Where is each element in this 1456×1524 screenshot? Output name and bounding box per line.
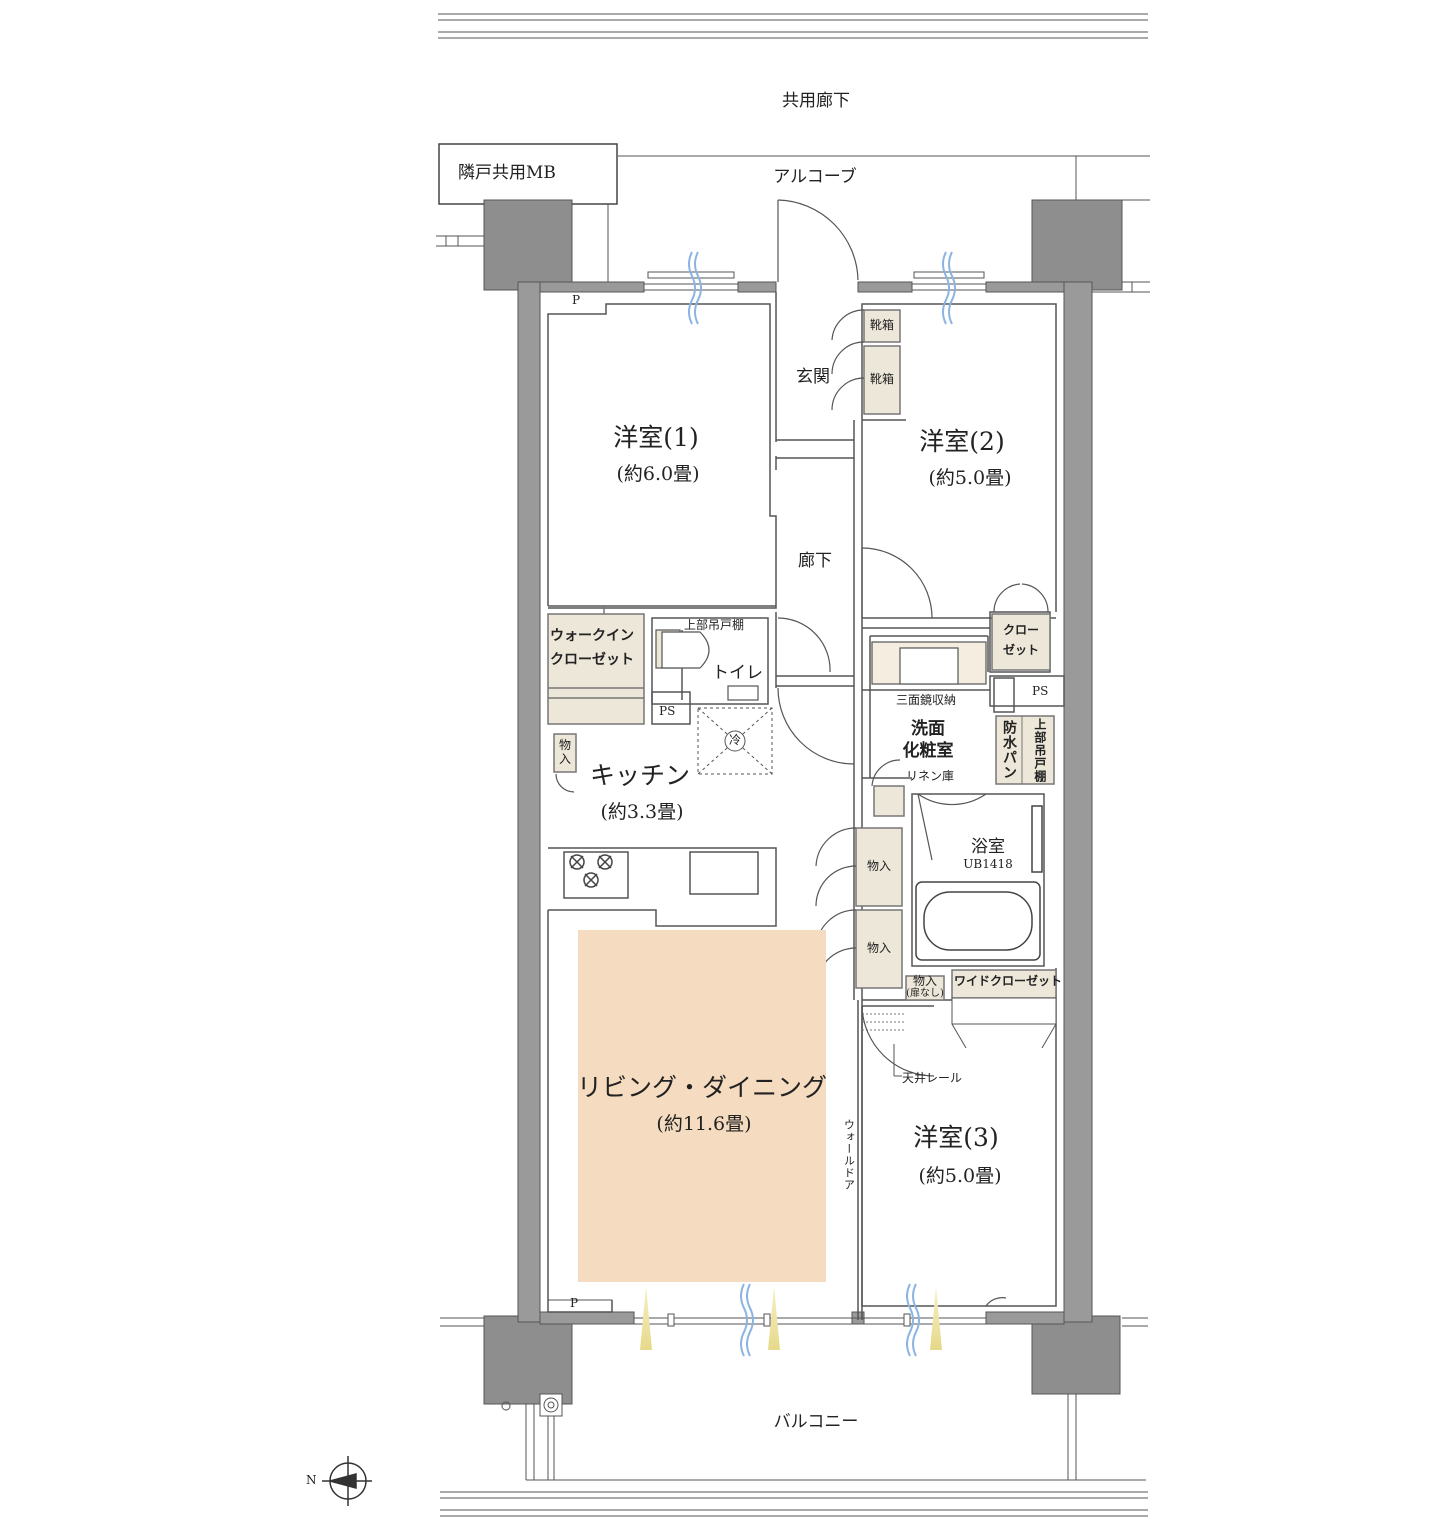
storage-column [855, 827, 1057, 1001]
airflow-marks [688, 251, 956, 1357]
stove-burners [569, 854, 613, 888]
neighbor-mb-box [438, 143, 618, 205]
vanity [871, 641, 987, 685]
compass-icon [322, 1456, 372, 1506]
waterproof-pan-label: 防水パン [1001, 720, 1018, 780]
shoe-boxes [863, 309, 901, 415]
kitchen-area: (約3.3畳) [600, 801, 684, 823]
western-room-3-name: 洋室(3) [913, 1123, 999, 1152]
toilet-fixture [655, 629, 759, 701]
kitchen-counter [548, 847, 777, 927]
pipe-top-label: P [572, 293, 581, 307]
balcony-outline [440, 1317, 1148, 1517]
living-floor-highlight [578, 930, 826, 1282]
waterproof-pan-shape [995, 715, 1055, 785]
compass-north-label: N [306, 1473, 317, 1487]
toilet-label: トイレ [712, 663, 763, 683]
ceiling-rail-label: 天井レール [902, 1071, 963, 1085]
linen-label: リネン庫 [906, 769, 955, 783]
western-room-2-area: (約5.0畳) [928, 467, 1012, 489]
corridor-label: 共用廊下 [782, 91, 850, 111]
bottom-windows [634, 1313, 986, 1327]
western-room-1-name: 洋室(1) [613, 423, 699, 452]
left-ledge [436, 235, 484, 247]
ceiling-rail [862, 1013, 904, 1031]
storage-2-label: 物入 [866, 941, 891, 956]
kitchen-storage-label: 物入 [558, 738, 571, 766]
wall-door-label: ウォールドア [842, 1119, 856, 1191]
western-room-2-name: 洋室(2) [919, 427, 1005, 456]
pipe-bottom-label: P [570, 1296, 579, 1310]
corridor-railing [438, 13, 1148, 39]
bathroom-label: 浴室 [971, 837, 1005, 857]
linen-shape [873, 785, 905, 817]
storage-nodoor-label-1: 物入 [912, 974, 938, 988]
shoe-box-bottom-label: 靴箱 [869, 372, 894, 387]
ps-toilet-label: PS [659, 704, 676, 718]
sunlight-marks [640, 1286, 942, 1350]
living-dining-area: (約11.6畳) [656, 1113, 752, 1135]
wide-closet-body [951, 997, 1057, 1049]
walkin-closet-shape [547, 606, 645, 725]
washroom-label-2: 化粧室 [902, 741, 954, 761]
western-room-1-area: (約6.0畳) [616, 463, 700, 485]
ps-wash-label: PS [1032, 684, 1049, 698]
fridge-label: 冷 [728, 733, 742, 747]
fridge-space [697, 707, 773, 775]
neighbor-mb-label: 隣戸共用MB [458, 163, 556, 183]
wide-closet-label: ワイドクローゼット [954, 974, 1063, 988]
shoe-box-top-label: 靴箱 [869, 318, 894, 333]
storage-nodoor-label-2: (扉なし) [906, 988, 944, 999]
alcove-label: アルコーブ [773, 167, 857, 187]
upper-cabinet-label: 上部吊戸棚 [684, 618, 745, 632]
walkin-closet-label-2: クローゼット [550, 652, 634, 668]
walkin-closet-label-1: ウォークイン [550, 628, 634, 644]
closet-room2-shape [991, 613, 1051, 671]
pipe-spaces [547, 303, 613, 1312]
mirror-storage-label: 三面鏡収納 [895, 693, 957, 707]
structural-columns [483, 199, 1123, 1405]
closet-label-1: クロー [1002, 623, 1040, 637]
closet-label-2: ゼット [1002, 643, 1040, 657]
kitchen-name: キッチン [589, 761, 691, 790]
washroom-label-1: 洗面 [911, 719, 945, 739]
kitchen-storage-shape [553, 733, 577, 773]
balcony-label: バルコニー [773, 1412, 859, 1432]
bathtub [915, 805, 1043, 961]
storage-1-label: 物入 [866, 859, 891, 874]
bathroom-code: UB1418 [963, 857, 1013, 871]
living-dining-name: リビング・ダイニング [576, 1073, 828, 1102]
upper-cabinet-vertical-label: 上部吊戸棚 [1032, 717, 1047, 783]
entrance-label: 玄関 [796, 367, 830, 387]
western-room-3-area: (約5.0畳) [918, 1165, 1002, 1187]
hallway-label: 廊下 [798, 551, 832, 571]
exterior-walls [517, 281, 1093, 1325]
